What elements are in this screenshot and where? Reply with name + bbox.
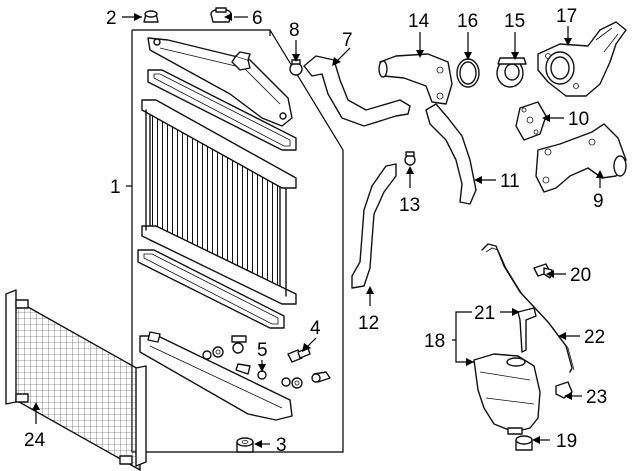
- gasket-part-16: [456, 58, 480, 88]
- callout-20: 20: [570, 265, 591, 286]
- callout-9: 9: [593, 191, 604, 212]
- callout-10: 10: [568, 109, 589, 130]
- callout-24: 24: [24, 430, 46, 451]
- callout-14: 14: [408, 11, 430, 32]
- radiator-upper-tank: [147, 37, 293, 127]
- o-ring-part-5: [257, 370, 267, 380]
- callout-1: 1: [110, 177, 121, 198]
- leader-arrowheads: [32, 13, 604, 448]
- grommet-part-19: [515, 435, 533, 451]
- callout-4: 4: [310, 318, 321, 339]
- water-inlet-housing-part-17: [537, 21, 627, 97]
- callout-18: 18: [424, 331, 445, 352]
- lower-radiator-hose-part-12: [351, 163, 397, 289]
- radiator-fittings: [202, 335, 331, 389]
- overflow-tube-part-22: [481, 243, 573, 373]
- condenser-part-24: [5, 289, 147, 471]
- bushing-part-3: [236, 437, 254, 453]
- callout-12: 12: [358, 313, 379, 334]
- callout-7: 7: [342, 30, 353, 51]
- drain-plug-part-4: [287, 347, 311, 363]
- callout-5: 5: [257, 340, 268, 361]
- radiator-group-bracket: [131, 29, 344, 453]
- radiator-core: [141, 99, 297, 305]
- callout-16: 16: [457, 11, 478, 32]
- water-bypass-housing-part-9: [535, 123, 627, 193]
- radiator-tank-gasket-upper: [147, 69, 297, 151]
- callout-numbers: 1 2 3 4 5 6 7 8 9 10 11 12 13 14 15 16 1…: [24, 6, 607, 456]
- callout-23: 23: [586, 387, 607, 408]
- callout-11: 11: [500, 171, 520, 192]
- hose-clamp-part-8: [289, 59, 303, 76]
- callout-13: 13: [399, 195, 420, 216]
- plug-part-2: [143, 10, 159, 23]
- hose-clamp-part-13: [404, 151, 416, 166]
- callout-17: 17: [556, 6, 577, 27]
- hose-part-11: [425, 103, 477, 205]
- reservoir-dipstick-part-21: [517, 307, 537, 353]
- callout-15: 15: [504, 11, 525, 32]
- callout-6: 6: [252, 8, 263, 29]
- callout-2: 2: [106, 8, 117, 29]
- callout-22: 22: [584, 327, 605, 348]
- callout-3: 3: [276, 435, 287, 456]
- callout-19: 19: [556, 431, 577, 452]
- water-outlet-part-14: [378, 53, 453, 105]
- radiator-lower-tank: [139, 331, 293, 421]
- upper-radiator-hose-part-7: [303, 55, 411, 127]
- callout-8: 8: [289, 20, 300, 41]
- gasket-plate-part-10: [515, 101, 547, 141]
- thermostat-part-15: [496, 57, 527, 88]
- callout-21: 21: [474, 303, 495, 324]
- coolant-reservoir-part-18: [473, 353, 541, 435]
- radiator-tank-gasket-lower: [137, 249, 285, 329]
- clip-part-20: [533, 263, 553, 279]
